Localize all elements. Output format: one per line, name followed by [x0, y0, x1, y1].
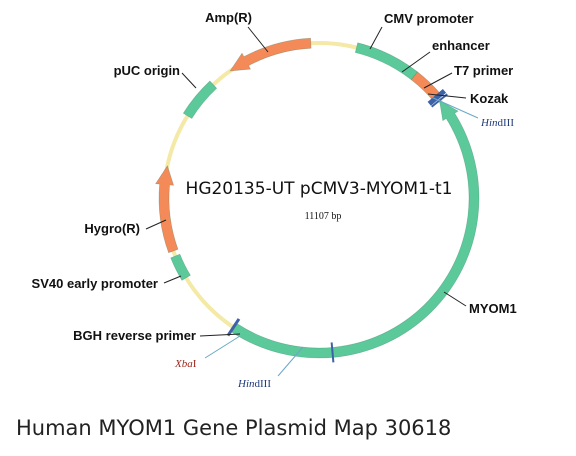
hindiii-site-1-label: HindIII	[480, 117, 514, 129]
hindiii-site-2-prefix: Hin	[237, 378, 255, 390]
leader-kozak	[427, 93, 467, 99]
leader-xbai	[204, 335, 241, 359]
plasmid-length: 11107 bp	[305, 211, 342, 222]
myom1-label: MYOM1	[469, 301, 517, 316]
sv40-arc	[170, 253, 191, 281]
myom1-arc	[231, 99, 480, 359]
puc-origin-arc	[182, 80, 218, 119]
hindiii-site-2-suffix: dIII	[255, 378, 272, 390]
leader-hygro	[145, 219, 167, 230]
cmv-promoter-label: CMV promoter	[384, 11, 474, 26]
hygro-arc	[155, 165, 179, 254]
amp-label: Amp(R)	[205, 10, 252, 25]
leader-hindiii-1	[430, 96, 479, 119]
hindiii-site-1-prefix: Hin	[480, 117, 498, 129]
bgh-reverse-primer-label: BGH reverse primer	[73, 328, 196, 343]
hindiii-site-2-mark	[330, 342, 335, 363]
xbai-site-suffix: I	[193, 358, 197, 370]
cmv-promoter-arc	[354, 42, 418, 81]
xbai-site-prefix: Xba	[174, 358, 193, 370]
xbai-site-mark	[226, 318, 241, 337]
puc-origin-label: pUC origin	[114, 63, 180, 78]
t7-site-mark	[427, 88, 447, 106]
xbai-site-label: XbaI	[174, 358, 197, 370]
leader-myom1	[443, 291, 467, 307]
hindiii-site-2-label: HindIII	[237, 378, 271, 390]
leader-t7	[423, 72, 453, 89]
enhancer-label: enhancer	[432, 38, 490, 53]
site-leaders	[204, 96, 479, 377]
hygro-label: Hygro(R)	[84, 221, 140, 236]
plasmid-name: HG20135-UT pCMV3-MYOM1-t1	[186, 179, 453, 199]
leader-cmv	[369, 26, 383, 50]
leader-sv40	[163, 275, 182, 284]
feature-arcs	[155, 37, 480, 359]
leader-enhancer	[401, 51, 431, 73]
hindiii-site-1-suffix: dIII	[498, 117, 515, 129]
leader-puc	[181, 72, 197, 89]
amp-arc	[229, 37, 312, 72]
leader-hindiii-2	[277, 346, 304, 377]
leader-amp	[247, 26, 269, 53]
sv40-early-promoter-label: SV40 early promoter	[32, 276, 158, 291]
leader-bgh	[199, 333, 241, 337]
t7-primer-label: T7 primer	[454, 63, 513, 78]
figure-caption: Human MYOM1 Gene Plasmid Map 30618	[16, 416, 452, 440]
feature-leaders	[145, 26, 467, 337]
kozak-label: Kozak	[470, 91, 509, 106]
